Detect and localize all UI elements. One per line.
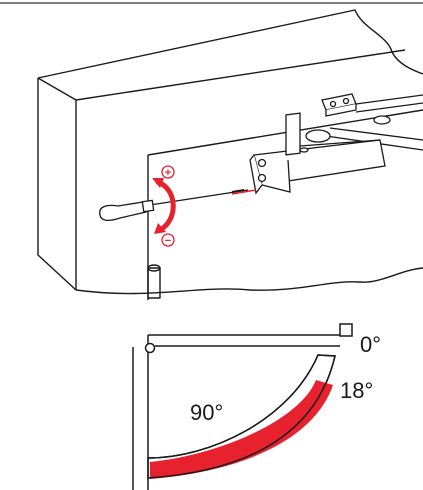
door-closed-position [148, 334, 340, 347]
door-jamb [132, 347, 149, 490]
latch-speed-zone [150, 380, 333, 479]
increase-symbol: + [161, 165, 175, 179]
adjustment-indicator-line [231, 189, 257, 195]
door-closer-icon [249, 112, 386, 195]
arm-bracket [305, 93, 423, 151]
hinge-pivot [144, 342, 156, 354]
svg-text:+: + [165, 167, 171, 179]
closed-stop-box [339, 323, 353, 337]
angle-label-18: 18° [340, 378, 373, 403]
door-frame-inner-edge [75, 49, 406, 101]
svg-text:−: − [165, 235, 171, 247]
rotation-arrow-icon [152, 178, 176, 234]
door-stop-pin [147, 267, 161, 299]
door-bottom-edge [75, 267, 423, 295]
decrease-symbol: − [161, 233, 175, 247]
angle-label-0: 0° [360, 332, 381, 357]
screwdriver-icon [99, 189, 249, 222]
angle-label-90: 90° [190, 400, 223, 425]
